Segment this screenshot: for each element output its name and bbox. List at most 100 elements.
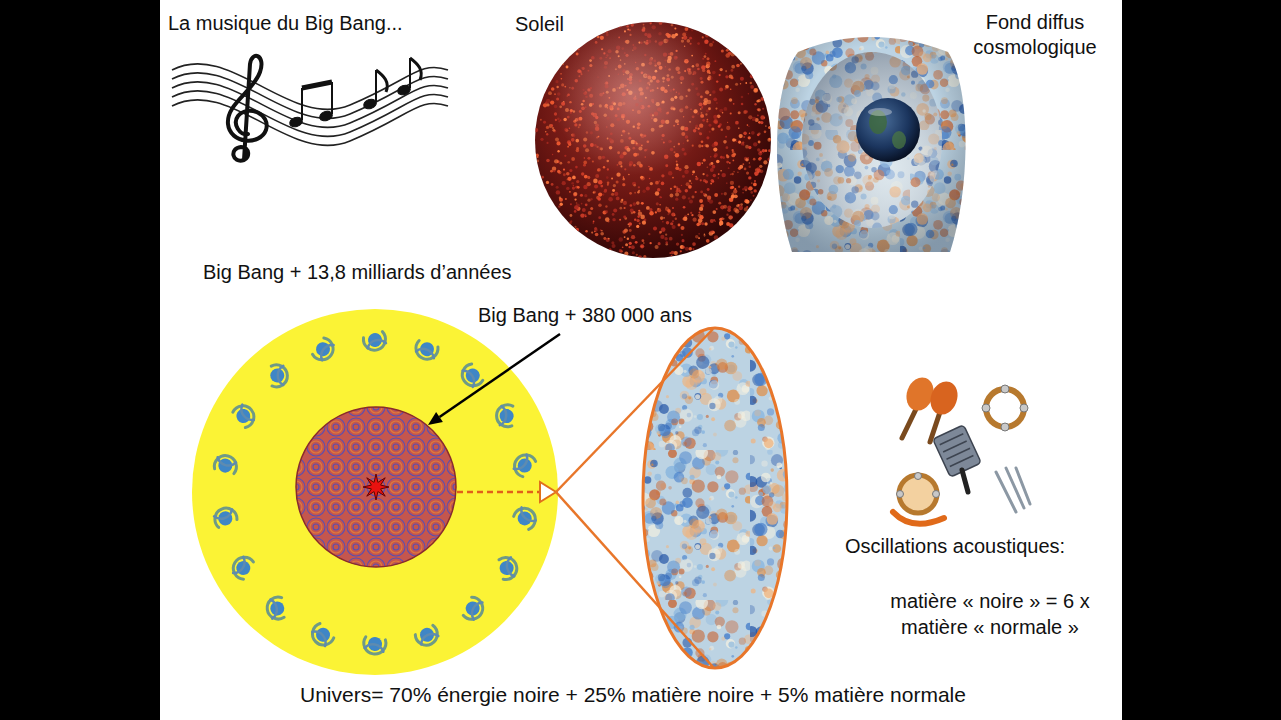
spiral-galaxy bbox=[262, 360, 293, 391]
spiral-galaxy bbox=[311, 337, 335, 361]
galaxy-arm bbox=[214, 504, 232, 523]
ripple bbox=[413, 424, 419, 430]
ripple bbox=[327, 558, 345, 576]
galaxy-arm bbox=[311, 337, 334, 361]
ripple bbox=[370, 501, 382, 513]
music-staff bbox=[172, 64, 448, 146]
ripple bbox=[313, 504, 319, 510]
ripple bbox=[390, 421, 402, 433]
ripple bbox=[410, 461, 422, 473]
ripple bbox=[353, 544, 359, 550]
ripple bbox=[287, 458, 305, 476]
ripple bbox=[347, 538, 365, 556]
ripple bbox=[350, 461, 362, 473]
ripple bbox=[447, 518, 465, 536]
pointer-arrow-head bbox=[428, 412, 443, 425]
ripple bbox=[293, 524, 299, 530]
ripple bbox=[290, 521, 302, 533]
ripple bbox=[407, 438, 425, 456]
tambourine-jingle bbox=[1020, 404, 1028, 412]
ripple bbox=[327, 498, 345, 516]
ripple bbox=[313, 484, 319, 490]
ripple bbox=[393, 464, 399, 470]
label-anchor: La musique du Big Bang... bbox=[168, 10, 403, 36]
sun-sphere-shape bbox=[505, 6, 805, 262]
ripple bbox=[353, 504, 359, 510]
maraca bbox=[926, 378, 962, 419]
ripple bbox=[333, 504, 339, 510]
ripple bbox=[393, 444, 399, 450]
ripple bbox=[287, 438, 305, 456]
ripple bbox=[413, 504, 419, 510]
galaxy-arm bbox=[469, 602, 486, 619]
spiral-galaxy bbox=[459, 595, 486, 622]
label-anchor: Univers= 70% énergie noire + 25% matière… bbox=[300, 682, 966, 708]
ripple bbox=[407, 398, 425, 416]
ripple bbox=[370, 441, 382, 453]
galaxy-arm bbox=[413, 621, 440, 649]
ripple bbox=[410, 441, 422, 453]
ripple bbox=[367, 518, 385, 536]
ripple bbox=[370, 521, 382, 533]
ripple bbox=[370, 461, 382, 473]
ripple bbox=[350, 501, 362, 513]
ripple bbox=[387, 538, 405, 556]
disc-rim bbox=[296, 407, 456, 567]
galaxy-arm bbox=[311, 631, 326, 646]
sun-granules bbox=[534, 21, 771, 259]
tambourine bbox=[986, 389, 1024, 427]
ripple bbox=[310, 481, 322, 493]
ripple bbox=[410, 541, 422, 553]
ripple bbox=[333, 424, 339, 430]
ripple bbox=[327, 418, 345, 436]
ripple bbox=[330, 461, 342, 473]
tambourine bbox=[899, 475, 937, 513]
galaxy-arm bbox=[360, 325, 389, 354]
galaxy-arm bbox=[460, 362, 486, 388]
view-triangle bbox=[540, 482, 556, 502]
ripple bbox=[373, 544, 379, 550]
ripple bbox=[413, 404, 419, 410]
galaxy-arm bbox=[491, 553, 521, 583]
ripple bbox=[350, 421, 362, 433]
galaxy-arm bbox=[211, 452, 240, 481]
ripple bbox=[413, 444, 419, 450]
note-flag bbox=[376, 70, 387, 92]
ripple bbox=[293, 444, 299, 450]
galaxy-arm bbox=[231, 555, 256, 580]
bowl-shading bbox=[777, 37, 966, 252]
ripple bbox=[313, 524, 319, 530]
spiral-galaxy bbox=[262, 593, 293, 624]
node-heading: Big Bang + 13,8 milliards d’années bbox=[203, 260, 512, 285]
ripple bbox=[390, 441, 402, 453]
spiral-galaxy bbox=[231, 403, 256, 428]
tambourine-jingle bbox=[915, 473, 922, 480]
galaxy-arm bbox=[211, 504, 239, 533]
ripple bbox=[413, 464, 419, 470]
ripple bbox=[290, 441, 302, 453]
galaxy-arm bbox=[320, 345, 335, 361]
ripple bbox=[407, 558, 425, 576]
ripple bbox=[373, 464, 379, 470]
ripple bbox=[313, 464, 319, 470]
ripple bbox=[447, 438, 465, 456]
ripple bbox=[427, 458, 445, 476]
shape-group bbox=[534, 21, 771, 259]
zoom-line bbox=[556, 492, 713, 667]
note-stem bbox=[375, 70, 377, 102]
ripple bbox=[307, 518, 325, 536]
ripple bbox=[413, 484, 419, 490]
galaxy-arm bbox=[491, 406, 510, 426]
ripple bbox=[390, 461, 402, 473]
label-anchor: Big Bang + 380 000 ans bbox=[478, 302, 692, 328]
galaxy-arm bbox=[273, 366, 293, 386]
galaxy-arm bbox=[521, 507, 535, 521]
ripple bbox=[413, 564, 419, 570]
ripple bbox=[350, 541, 362, 553]
ripple bbox=[347, 458, 365, 476]
galaxy-arm bbox=[360, 629, 389, 658]
spiral-galaxy bbox=[360, 629, 390, 659]
spiral-galaxy bbox=[360, 325, 390, 355]
galaxy-arm bbox=[459, 595, 485, 622]
ripple bbox=[367, 498, 385, 516]
